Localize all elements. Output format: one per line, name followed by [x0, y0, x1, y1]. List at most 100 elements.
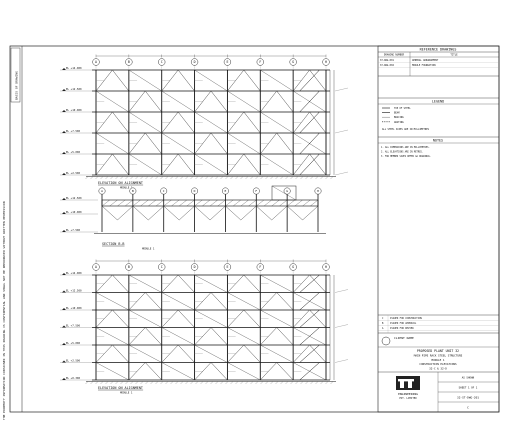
bracing	[309, 153, 327, 176]
ground-hatch	[295, 381, 299, 385]
stair-flight	[299, 90, 320, 113]
bracing	[260, 69, 294, 92]
elevation-marker	[62, 230, 66, 232]
revision-value: C	[467, 406, 469, 410]
notes-items: 1. ALL DIMENSIONS ARE IN MILLIMETRES.2. …	[381, 146, 431, 158]
elevation-label: EL +12.500	[66, 288, 82, 292]
elevation-label: EL +14.000	[66, 271, 82, 275]
bracing	[243, 69, 261, 92]
elevation-marker	[62, 68, 66, 70]
ground-hatch	[295, 176, 299, 180]
bracing	[128, 344, 162, 363]
revision-letter: A	[382, 327, 384, 330]
bracing	[227, 90, 261, 113]
note-line: 2. ALL ELEVATIONS ARE IN METRES.	[381, 150, 423, 153]
bracing	[194, 344, 228, 363]
bracing	[309, 111, 327, 134]
bracing	[276, 292, 294, 311]
ground-hatch	[155, 381, 159, 385]
ground-hatch	[310, 176, 314, 180]
grid-label: A	[101, 189, 103, 193]
ground-hatch	[170, 176, 174, 180]
view-subtitle: MODULE 1	[142, 246, 155, 250]
ground-hatch	[285, 176, 289, 180]
ground-hatch	[315, 381, 319, 385]
bracing	[128, 69, 162, 92]
bracing	[194, 309, 228, 328]
elevation-marker	[62, 212, 66, 214]
elevation-label: EL +5.000	[66, 150, 80, 154]
elevation-marker	[62, 152, 66, 154]
ground-hatch	[255, 381, 259, 385]
ground-hatch	[325, 381, 329, 385]
ground-hatch	[125, 381, 129, 385]
ground-hatch	[175, 176, 179, 180]
grid-label: D	[194, 265, 196, 269]
knee-brace	[287, 205, 303, 221]
ground-hatch	[325, 176, 329, 180]
bracing	[145, 90, 162, 113]
ground-hatch	[95, 176, 99, 180]
knee-brace	[101, 205, 118, 221]
bracing	[128, 309, 162, 328]
ground-hatch	[230, 381, 234, 385]
ground-hatch	[225, 176, 229, 180]
bracing	[194, 153, 228, 176]
company-sub: PVT. LIMITED	[399, 397, 417, 400]
project-line: MAIN PIPE RACK STEEL STRUCTURE	[414, 353, 463, 357]
truss-web	[148, 199, 157, 207]
elevation-marker	[62, 360, 66, 363]
ground-hatch	[265, 176, 269, 180]
ground-hatch	[200, 176, 204, 180]
truss-web	[279, 199, 288, 207]
legend-label: BRACING	[394, 116, 404, 119]
ground-hatch	[290, 176, 294, 180]
truss-web	[132, 199, 141, 207]
knee-brace	[302, 205, 319, 221]
ground-hatch	[215, 381, 219, 385]
ground-hatch	[215, 176, 219, 180]
bracing	[145, 292, 162, 311]
bracing	[161, 132, 195, 155]
view-subtitle: MODULE 1	[120, 391, 133, 395]
stair-flight	[299, 274, 320, 293]
bracing	[145, 327, 162, 346]
client-logo	[381, 336, 391, 346]
ground-hatch	[205, 176, 209, 180]
project-line: 32-C & 32-D	[429, 367, 447, 371]
ground-hatch	[100, 176, 104, 180]
ground-hatch	[310, 381, 314, 385]
elevation-marker	[62, 131, 66, 133]
ground-hatch	[225, 381, 229, 385]
knee-brace	[271, 205, 288, 221]
bracing	[276, 90, 294, 113]
ground-hatch	[150, 381, 154, 385]
bracing	[276, 362, 294, 381]
bracing	[177, 344, 195, 363]
revision-description: ISSUED FOR REVIEW	[390, 327, 414, 330]
elevation-label: EL +2.500	[66, 358, 80, 362]
ground-hatch	[110, 176, 114, 180]
bracing	[309, 69, 327, 92]
ground-hatch	[245, 176, 249, 180]
stair-flight	[299, 292, 320, 311]
elevation-marker	[62, 290, 66, 293]
ground-hatch	[180, 381, 184, 385]
elevation-marker	[62, 273, 66, 275]
ground-hatch	[135, 176, 139, 180]
grid-label: A	[95, 60, 97, 64]
bracing	[112, 69, 130, 92]
ground-hatch	[330, 176, 334, 180]
revision-letter: B	[382, 322, 384, 325]
reference-number: ST-DWG-002	[380, 64, 394, 67]
bracing	[177, 309, 195, 328]
knee-brace	[179, 205, 195, 221]
ground-hatch	[165, 176, 169, 180]
bracing	[128, 153, 162, 176]
truss-web	[186, 199, 195, 207]
ground-hatch	[260, 381, 264, 385]
truss-web	[163, 199, 172, 207]
ground-hatch	[205, 381, 209, 385]
elevation-marker	[62, 308, 66, 310]
